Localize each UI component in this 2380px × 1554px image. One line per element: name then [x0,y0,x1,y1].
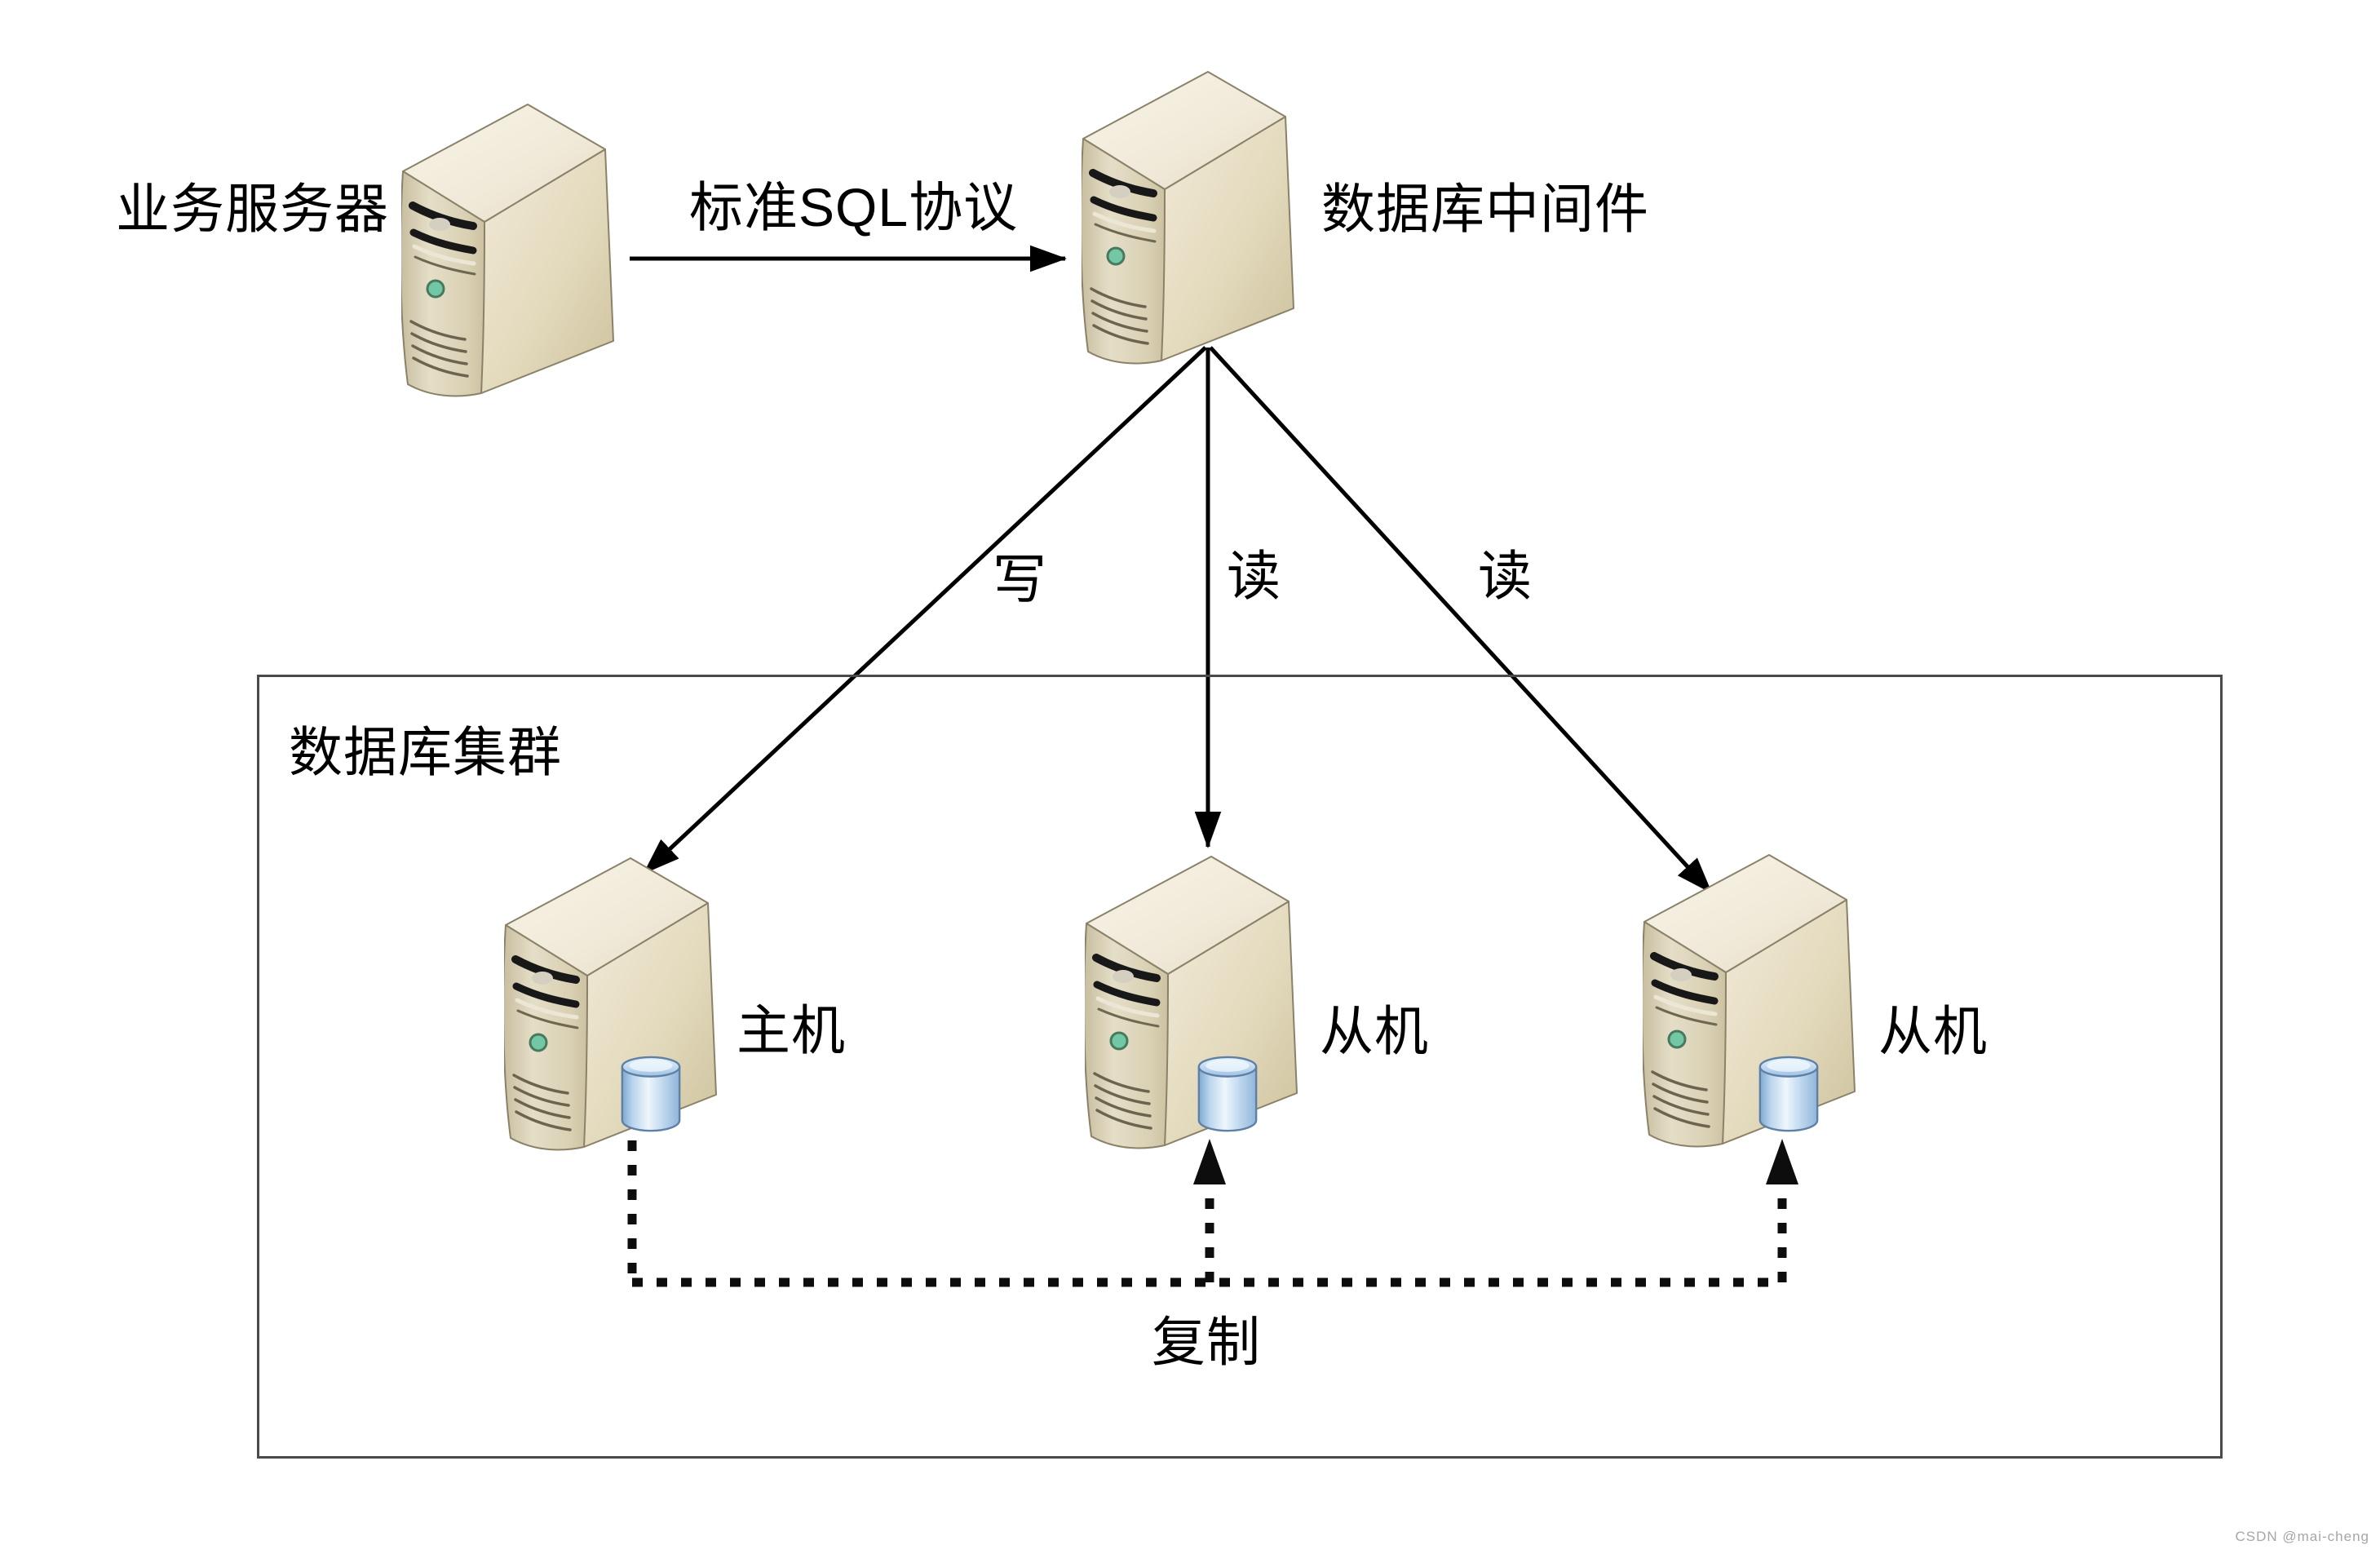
middleware-server-icon [1081,72,1294,363]
write-label: 写 [993,549,1047,609]
csdn-watermark: CSDN @mai-cheng [2235,1529,2369,1544]
replication-arrowhead-2 [1766,1139,1798,1184]
database-cluster-box [257,675,2223,1459]
middleware-label: 数据库中间件 [1321,179,1649,239]
cluster-title-label: 数据库集群 [289,722,562,782]
replication-label: 复制 [1152,1312,1261,1372]
slave-label-1: 从机 [1320,1001,1429,1061]
slave-label-2: 从机 [1878,1001,1988,1061]
read-arrow-2 [1209,346,1713,894]
read-label-1: 读 [1227,546,1281,606]
replication-arrowhead-1 [1193,1139,1226,1184]
write-arrow [643,346,1207,874]
sql-protocol-label: 标准SQL协议 [689,177,1019,237]
read-label-2: 读 [1478,546,1533,606]
master-label: 主机 [737,1000,846,1060]
business-server-label: 业务服务器 [116,179,389,239]
replication-dotted-path [627,1140,1787,1287]
business-server-icon [400,104,613,396]
